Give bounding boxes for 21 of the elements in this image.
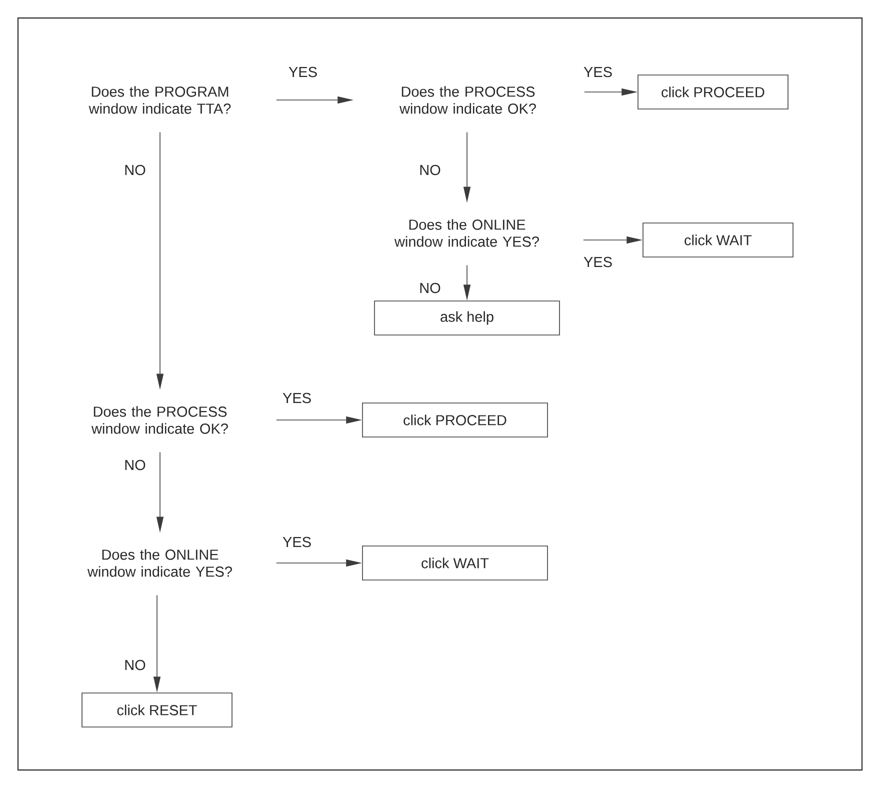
action-box: ask help	[374, 300, 560, 336]
action-box: click PROCEED	[362, 402, 548, 438]
question-text: Does the PROCESS window indicate OK?	[399, 86, 536, 114]
edge-label: YES	[282, 392, 312, 404]
edge-label: NO	[418, 164, 442, 176]
action-box: click WAIT	[362, 546, 548, 580]
edge-label: NO	[418, 282, 442, 294]
action-box: click PROCEED	[638, 74, 788, 110]
question-text: Does the ONLINE window indicate YES?	[87, 549, 232, 577]
action-box: click RESET	[82, 692, 232, 728]
edge-label: YES	[282, 536, 312, 548]
edge-label: NO	[123, 658, 147, 672]
question-text: Does the PROCESS window indicate OK?	[91, 406, 228, 434]
question-text: Does the PROGRAM window indicate TTA?	[88, 86, 231, 114]
edge-label: NO	[123, 458, 147, 472]
edge-label: YES	[582, 66, 614, 78]
edge-label: YES	[288, 66, 318, 78]
edge-label: NO	[123, 164, 147, 176]
action-box: click WAIT	[642, 222, 794, 258]
question-text: Does the ONLINE window indicate YES?	[394, 219, 539, 247]
edge-label: YES	[582, 256, 614, 268]
